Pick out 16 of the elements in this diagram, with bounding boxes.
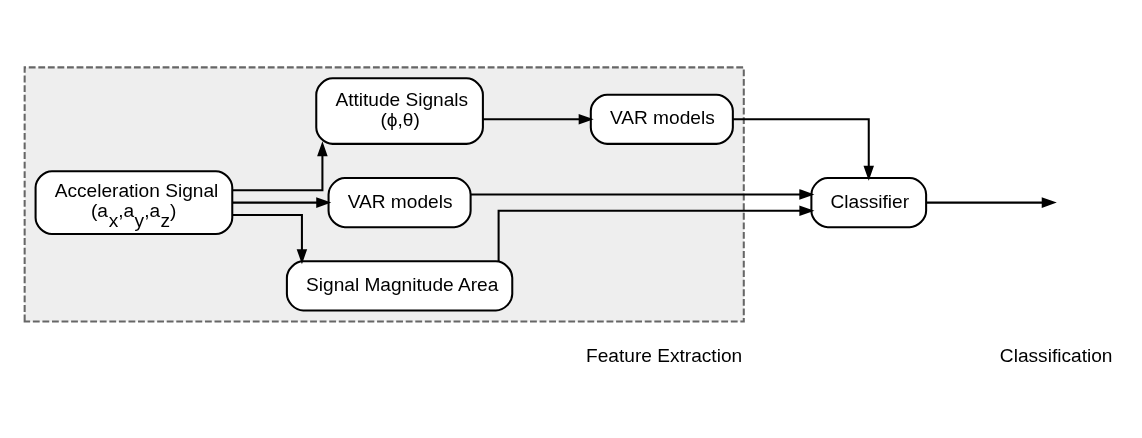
arrow bbox=[497, 205, 815, 262]
arrow bbox=[232, 197, 332, 208]
arrow bbox=[232, 141, 328, 192]
label: Classification bbox=[999, 345, 1113, 366]
arrow bbox=[926, 197, 1057, 208]
node-box: Signal Magnitude Area bbox=[285, 260, 514, 312]
arrow bbox=[733, 118, 875, 181]
arrow bbox=[470, 189, 815, 200]
node-box: VAR models bbox=[589, 93, 734, 145]
node-box: VAR models bbox=[327, 177, 472, 229]
cluster bbox=[23, 66, 745, 323]
label: Feature Extraction bbox=[586, 345, 743, 366]
node-box: Classifier bbox=[810, 177, 928, 229]
node-box: Attitude Signals (ϕ,θ) bbox=[315, 77, 484, 145]
arrow bbox=[232, 213, 308, 265]
arrow bbox=[482, 114, 594, 125]
